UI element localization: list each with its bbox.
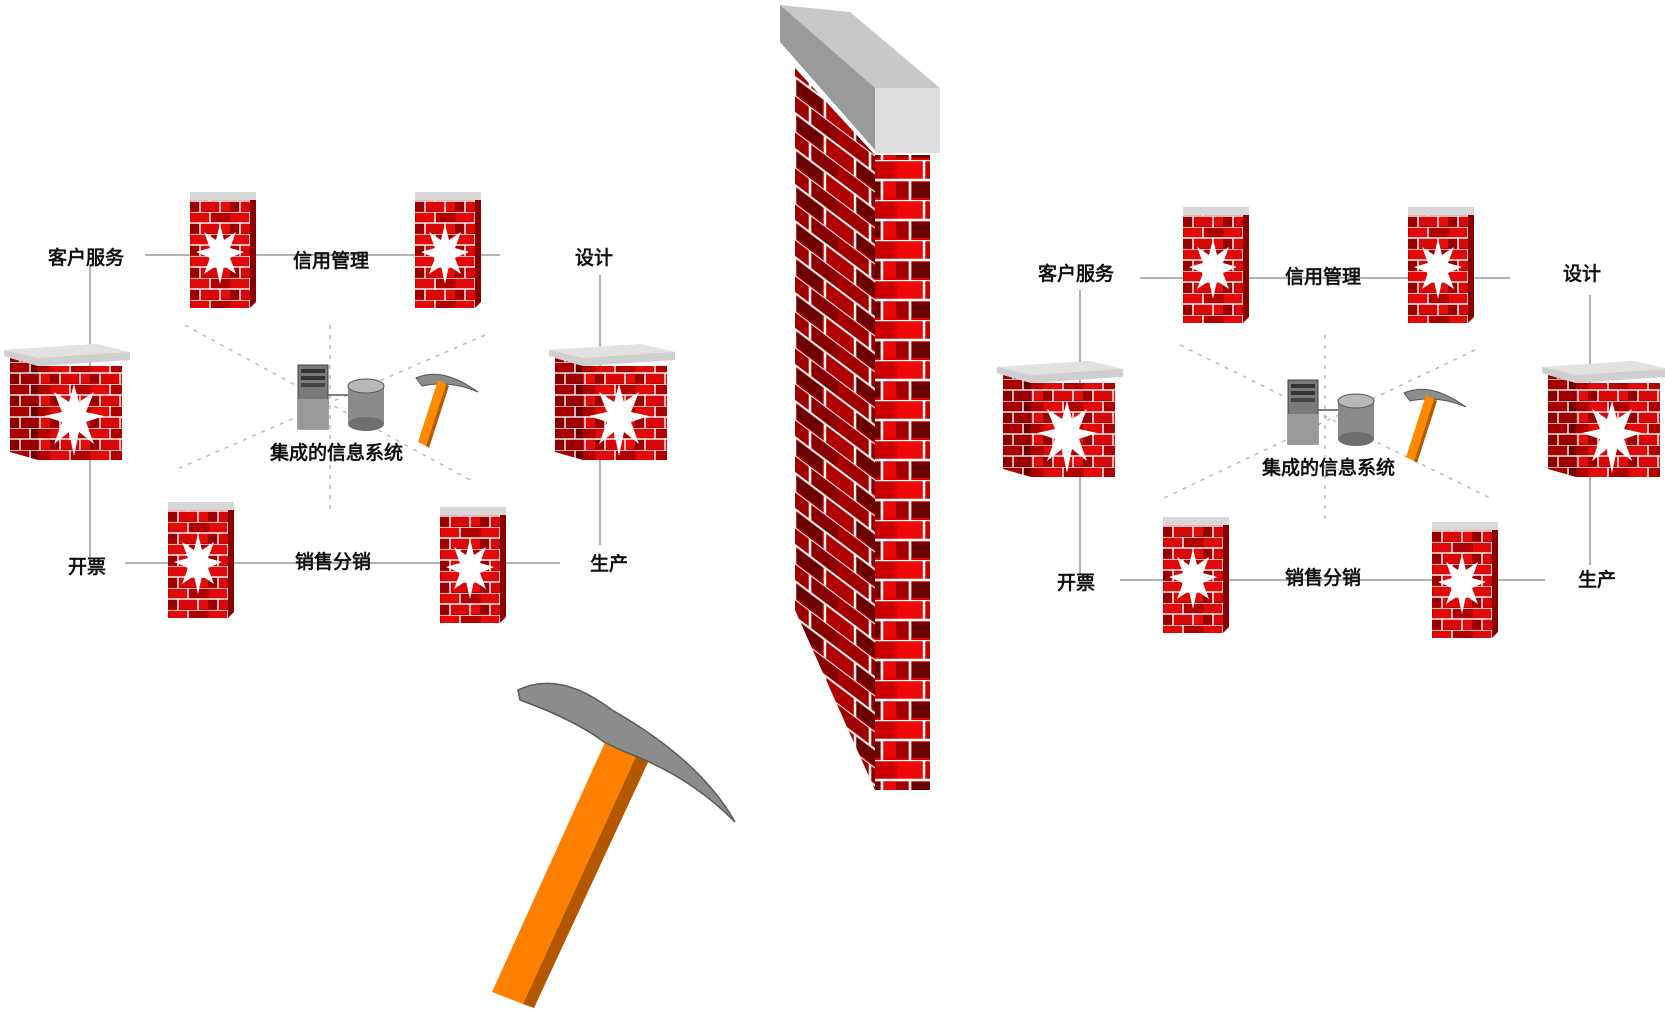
label-customer-service: 客户服务 [1038, 262, 1115, 285]
label-credit-management: 信用管理 [1285, 265, 1361, 288]
label-design: 设计 [575, 247, 613, 269]
right-cluster: 客户服务 信用管理 设计 集成的信息系统 开票 销售分销 生产 [997, 207, 1665, 638]
label-production: 生产 [1578, 568, 1616, 591]
firewall-icon [440, 507, 506, 623]
server-icon [298, 365, 328, 429]
pickaxe-icon [1404, 389, 1466, 463]
label-invoicing: 开票 [68, 556, 106, 578]
database-icon [1338, 394, 1374, 446]
firewall-icon [549, 344, 675, 460]
left-connectors [90, 255, 600, 563]
label-design: 设计 [1563, 263, 1601, 285]
firewall-icon [1542, 361, 1665, 477]
label-integrated-system: 集成的信息系统 [1261, 456, 1395, 479]
right-connectors [1080, 278, 1590, 580]
left-cluster: 客户服务 信用管理 设计 集成的信息系统 开票 销售分销 生产 [4, 192, 675, 623]
label-invoicing: 开票 [1057, 572, 1095, 594]
firewall-icon [1408, 207, 1474, 323]
firewall-icon [1163, 517, 1229, 633]
label-production: 生产 [590, 552, 628, 575]
firewall-icon [997, 361, 1123, 477]
database-icon [348, 379, 384, 431]
server-icon [1288, 380, 1318, 444]
pickaxe-large [492, 683, 735, 1008]
label-integrated-system: 集成的信息系统 [269, 441, 403, 464]
label-customer-service: 客户服务 [48, 246, 125, 269]
label-credit-management: 信用管理 [293, 249, 369, 272]
pickaxe-icon [416, 374, 478, 448]
label-sales-distribution: 销售分销 [295, 550, 371, 573]
label-sales-distribution: 销售分销 [1285, 566, 1361, 589]
firewall-icon [190, 192, 256, 308]
central-firewall [780, 5, 940, 790]
firewall-icon [1432, 522, 1498, 638]
firewall-icon [4, 344, 130, 460]
firewall-icon [1183, 207, 1249, 323]
firewall-icon [415, 192, 481, 308]
firewall-icon [168, 502, 234, 618]
